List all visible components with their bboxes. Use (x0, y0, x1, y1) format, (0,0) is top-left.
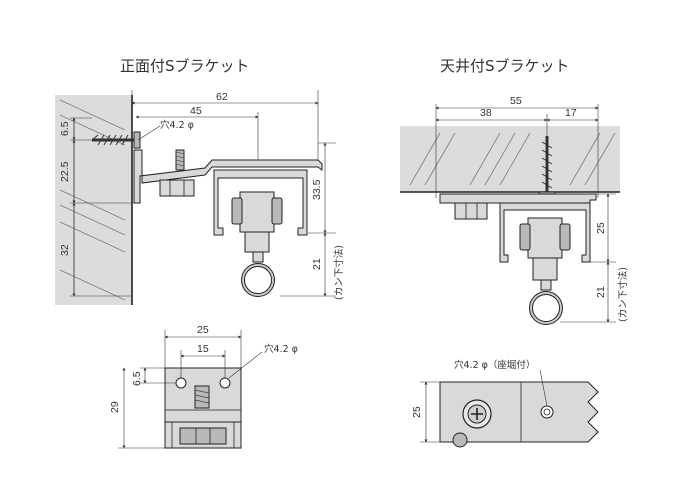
ceiling-dim-bracket-height: 25 (595, 222, 607, 234)
dim-hook-drop: 21 (311, 258, 323, 270)
bolt-icon (194, 385, 210, 409)
top-dim-height: 25 (411, 406, 423, 418)
front-hole-note: 穴4.2 φ (264, 343, 298, 355)
mounting-hole-icon (175, 377, 187, 389)
curtain-note-wall: (カン下寸法) (333, 245, 345, 300)
bolt-icon (452, 432, 468, 448)
front-dim-height: 29 (109, 401, 121, 413)
runner-icon (519, 217, 571, 325)
ceiling-dim-width-left: 38 (480, 107, 492, 119)
front-dim-width-outer: 25 (197, 324, 209, 336)
front-dim-width-inner: 15 (197, 343, 209, 355)
ceiling-plate (439, 193, 597, 204)
dim-bracket-height: 33.5 (311, 179, 323, 200)
dim-width-rail: 45 (190, 105, 202, 117)
ceiling-dim-width-total: 55 (510, 95, 522, 107)
front-nut (179, 427, 227, 445)
wall-hatching (59, 99, 126, 301)
curtain-note-ceiling: (カン下寸法) (617, 267, 629, 322)
countersunk-hole-icon (540, 405, 554, 419)
wall-bracket-front-view: 25 15 6.5 29 穴4.2 φ (109, 324, 298, 449)
dim-width-total: 62 (216, 91, 228, 103)
bolt-icon (454, 202, 488, 220)
screw-icon (91, 131, 141, 149)
wall-section (55, 95, 132, 305)
runner-icon (231, 191, 283, 297)
top-hole-note: 穴4.2 φ（座堀付） (454, 359, 535, 371)
ceiling-dim-hook-drop: 21 (595, 286, 607, 298)
ceiling-bracket-top-view: 25 穴4.2 φ（座堀付） (411, 359, 599, 448)
ceiling-bracket-title: 天井付Sブラケット (440, 57, 570, 75)
bolt-icon (159, 149, 195, 197)
wall-bracket-side-view: 62 45 6.5 22.5 32 穴4.2 φ 33.5 21 (カン下寸法) (55, 90, 345, 305)
dim-upper: 22.5 (59, 161, 71, 182)
dim-lower: 32 (59, 244, 71, 256)
front-dim-hole-offset: 6.5 (131, 371, 143, 386)
wall-bracket-title: 正面付Sブラケット (120, 57, 250, 75)
dim-top-offset: 6.5 (59, 121, 71, 136)
ceiling-dim-width-right: 17 (565, 107, 577, 119)
rail-profile (213, 169, 308, 236)
ceiling-section (400, 126, 620, 192)
ceiling-hatching (409, 132, 616, 186)
ceiling-bracket-side-view: 55 38 17 25 21 (カン下寸法) (400, 95, 629, 325)
wall-hole-note: 穴4.2 φ (160, 119, 194, 131)
mounting-hole-icon (219, 377, 231, 389)
